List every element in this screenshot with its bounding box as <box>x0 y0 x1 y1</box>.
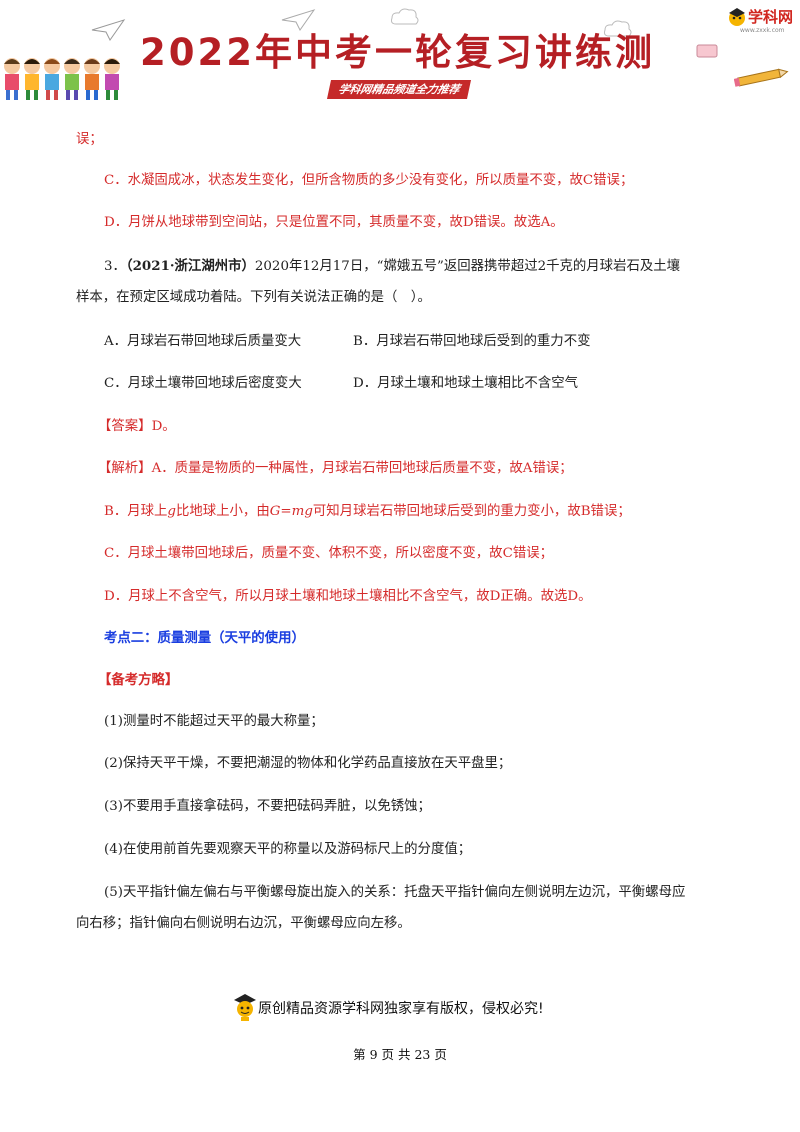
tip-item-cont: 向右移；指针偏向右侧说明右边沉，平衡螺母应向左移。 <box>76 916 411 931</box>
option-d: D．月球土壤和地球土壤相比不含空气 <box>353 376 578 391</box>
tip-item: (3)不要用手直接拿砝码，不要把砝码弄脏，以免锈蚀； <box>104 799 431 814</box>
strategy-label: 【备考方略】 <box>98 672 179 688</box>
page-number: 第 9 页 共 23 页 <box>353 1047 447 1062</box>
banner-tagline: 学科网精品频道全力推荐 <box>326 80 472 99</box>
question-number: 3． <box>104 259 126 274</box>
page-header: 2022年中考一轮复习讲练测 学科网精品频道全力推荐 学科网 www.zxxk.… <box>0 0 800 110</box>
analysis-label: 【解析】 <box>98 461 152 476</box>
tip-item: (5)天平指针偏左偏右与平衡螺母旋出旋入的关系：托盘天平指针偏向左侧说明左边沉，… <box>104 885 686 900</box>
tip-item: (1)测量时不能超过天平的最大称量； <box>104 714 324 729</box>
paper-plane-icon <box>281 9 316 31</box>
question-3: 3．（2021·浙江湖州市）2020年12月17日，“嫦娥五号”返回器携带超过2… <box>104 256 680 277</box>
tip-item: (2)保持天平干燥，不要把潮湿的物体和化学药品直接放在天平盘里； <box>104 756 512 771</box>
analysis-d: D．月球上不含空气，所以月球土壤和地球土壤相比不含空气，故D正确。故选D。 <box>104 589 592 604</box>
eraser-icon <box>696 44 718 58</box>
answer-value: D。 <box>151 419 176 434</box>
question-text-cont: 样本，在预定区域成功着陆。下列有关说法正确的是（ ）。 <box>76 290 431 305</box>
option-a: A．月球岩石带回地球后质量变大 <box>104 334 302 349</box>
analysis-b: B．月球上g比地球上小，由G=mg可知月球岩石带回地球后受到的重力变小，故B错误… <box>104 504 631 519</box>
logo-icon <box>729 8 745 26</box>
paragraph: 误； <box>76 132 103 147</box>
paper-plane-icon <box>91 19 126 41</box>
logo-url: www.zxxk.com <box>740 27 785 34</box>
mascot-icon <box>234 994 256 1021</box>
paragraph: C．水凝固成冰，状态发生变化，但所含物质的多少没有变化，所以质量不变，故C错误； <box>104 173 634 188</box>
question-text: 2020年12月17日，“嫦娥五号”返回器携带超过2千克的月球岩石及土壤 <box>254 259 681 274</box>
question-source: （2021·浙江湖州市） <box>125 258 255 274</box>
banner-title: 2022年中考一轮复习讲练测 <box>140 31 655 74</box>
children-illustration <box>4 58 120 100</box>
option-c: C．月球土壤带回地球后密度变大 <box>104 376 302 391</box>
logo-text: 学科网 <box>748 8 794 26</box>
paragraph: D．月饼从地球带到空间站，只是位置不同，其质量不变，故D错误。故选A。 <box>104 215 564 230</box>
option-b: B．月球岩石带回地球后受到的重力不变 <box>353 334 591 349</box>
answer: 【答案】D。 <box>98 417 176 437</box>
copyright-notice: 原创精品资源学科网独家享有版权，侵权必究! <box>258 1001 544 1017</box>
cloud-icon <box>604 20 632 37</box>
tip-item: (4)在使用前首先要观察天平的称量以及游码标尺上的分度值； <box>104 842 472 857</box>
section-title: 考点二：质量测量（天平的使用） <box>104 630 305 646</box>
pencil-icon <box>734 68 789 87</box>
answer-label: 【答案】 <box>98 419 152 434</box>
analysis-c: C．月球土壤带回地球后，质量不变、体积不变，所以密度不变，故C错误； <box>104 546 553 561</box>
analysis-a: 【解析】A．质量是物质的一种属性，月球岩石带回地球后质量不变，故A错误； <box>98 461 573 476</box>
cloud-icon <box>391 8 419 25</box>
